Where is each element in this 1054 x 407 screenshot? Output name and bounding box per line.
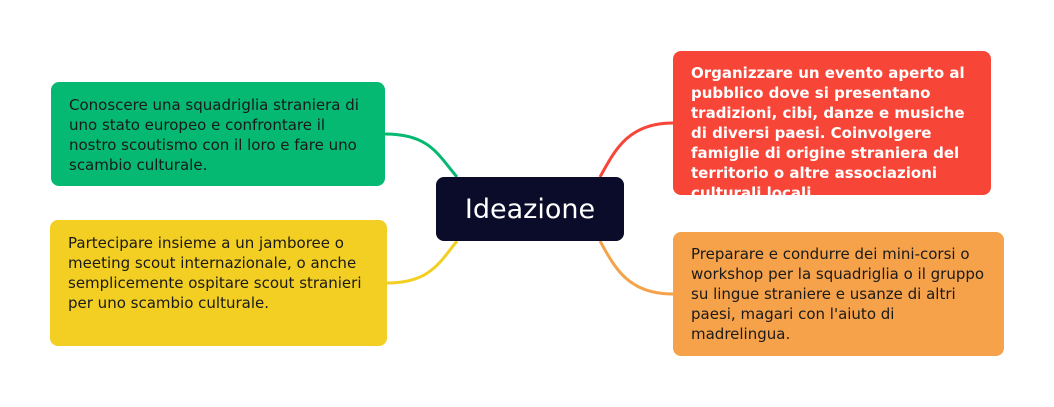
idea-node-jamboree[interactable]: Partecipare insieme a un jamboree o meet…	[50, 220, 387, 346]
connector-green	[384, 132, 459, 178]
connector-yellow	[386, 240, 459, 285]
idea-text-mini-courses: Preparare e condurre dei mini-corsi o wo…	[691, 245, 985, 343]
central-topic-node[interactable]: Ideazione	[436, 177, 624, 241]
idea-node-public-event[interactable]: Organizzare un evento aperto al pubblico…	[673, 51, 991, 202]
connector-orange	[598, 240, 674, 296]
idea-node-cultural-exchange[interactable]: Conoscere una squadriglia straniera di u…	[51, 82, 385, 186]
idea-text-cultural-exchange: Conoscere una squadriglia straniera di u…	[69, 96, 359, 174]
idea-node-mini-courses[interactable]: Preparare e condurre dei mini-corsi o wo…	[673, 232, 1004, 356]
idea-text-public-event: Organizzare un evento aperto al pubblico…	[691, 64, 965, 202]
central-topic-label: Ideazione	[464, 193, 596, 225]
idea-text-jamboree: Partecipare insieme a un jamboree o meet…	[68, 234, 362, 312]
connector-red	[598, 121, 674, 178]
